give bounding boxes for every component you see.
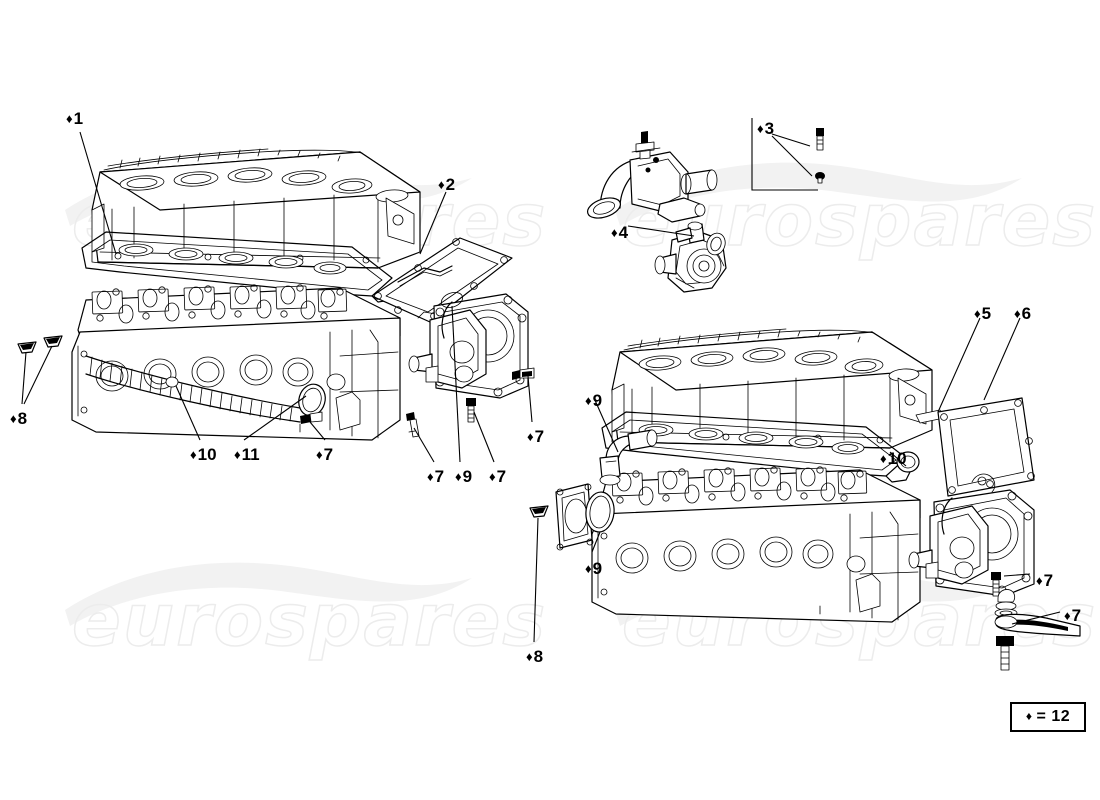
callout-7-e: ♦7 bbox=[1036, 572, 1053, 589]
leader-lines bbox=[21, 118, 1061, 643]
callout-5: ♦5 bbox=[974, 305, 991, 322]
diamond-icon: ♦ bbox=[1064, 608, 1071, 623]
callout-number: 10 bbox=[887, 449, 907, 468]
intake-flange-plate-right bbox=[555, 483, 594, 551]
callout-number: 9 bbox=[592, 391, 603, 410]
cylinder-head-right bbox=[591, 466, 921, 623]
callout-number: 1 bbox=[73, 109, 84, 128]
callout-6: ♦6 bbox=[1014, 305, 1031, 322]
diamond-icon: ♦ bbox=[585, 561, 592, 576]
diamond-icon: ♦ bbox=[190, 447, 197, 462]
bolts-3-group bbox=[815, 128, 825, 184]
cam-cover-gasket-strip-left bbox=[81, 231, 397, 303]
callout-number: 5 bbox=[981, 304, 992, 323]
cam-cover-gasket-frame-right bbox=[937, 397, 1035, 497]
thermostat-housing-left bbox=[408, 292, 529, 399]
water-pump-4 bbox=[654, 221, 727, 293]
diamond-icon: ♦ bbox=[234, 447, 241, 462]
callout-number: 7 bbox=[1043, 571, 1054, 590]
callout-number: 7 bbox=[323, 445, 334, 464]
callout-number: 3 bbox=[764, 119, 775, 138]
callout-number: 7 bbox=[534, 427, 545, 446]
cylinder-head-left bbox=[71, 284, 401, 441]
callout-7-c: ♦7 bbox=[489, 468, 506, 485]
legend-equals: = bbox=[1036, 708, 1047, 725]
legend-value: 12 bbox=[1051, 708, 1071, 725]
diamond-icon: ♦ bbox=[527, 429, 534, 444]
diamond-icon: ♦ bbox=[526, 649, 533, 664]
callout-number: 9 bbox=[462, 467, 473, 486]
callout-number: 7 bbox=[1071, 606, 1082, 625]
callout-number: 6 bbox=[1021, 304, 1032, 323]
callout-number: 7 bbox=[496, 467, 507, 486]
callout-8-a: ♦8 bbox=[10, 410, 27, 427]
callout-2: ♦2 bbox=[438, 176, 455, 193]
valve-seals-8-left bbox=[17, 335, 63, 354]
callout-number: 8 bbox=[17, 409, 28, 428]
cylinder-head-plug-10-left bbox=[165, 376, 179, 388]
bolt-7-centre bbox=[466, 398, 476, 423]
callout-4: ♦4 bbox=[611, 224, 628, 241]
callout-10-b: ♦10 bbox=[880, 450, 907, 467]
callout-number: 11 bbox=[241, 445, 260, 464]
callout-number: 7 bbox=[434, 467, 445, 486]
diamond-icon: ♦ bbox=[489, 469, 496, 484]
bolt-7-right bbox=[512, 367, 535, 380]
callout-11: ♦11 bbox=[234, 446, 260, 463]
callout-number: 10 bbox=[197, 445, 217, 464]
callout-number: 8 bbox=[533, 647, 544, 666]
diamond-icon: ♦ bbox=[1025, 709, 1033, 723]
bolt-7-bottom bbox=[996, 636, 1014, 671]
cam-cover-gasket-frame-left bbox=[371, 237, 513, 323]
callout-9-c: ♦9 bbox=[585, 560, 602, 577]
callout-1: ♦1 bbox=[66, 110, 83, 127]
diamond-icon: ♦ bbox=[427, 469, 434, 484]
diamond-icon: ♦ bbox=[455, 469, 462, 484]
callout-number: 4 bbox=[618, 223, 629, 242]
callout-9-b: ♦9 bbox=[585, 392, 602, 409]
callout-9-a: ♦9 bbox=[455, 468, 472, 485]
callout-number: 2 bbox=[445, 175, 456, 194]
callout-7-d: ♦7 bbox=[527, 428, 544, 445]
callout-7-f: ♦7 bbox=[1064, 607, 1081, 624]
cam-cover-right bbox=[611, 328, 933, 449]
callout-7-a: ♦7 bbox=[316, 446, 333, 463]
diamond-icon: ♦ bbox=[611, 225, 618, 240]
bolt-7-on-head bbox=[300, 411, 323, 424]
bolt-3-lower bbox=[815, 172, 825, 184]
callout-8-b: ♦8 bbox=[526, 648, 543, 665]
diamond-icon: ♦ bbox=[10, 411, 17, 426]
diamond-icon: ♦ bbox=[585, 393, 592, 408]
callout-3: ♦3 bbox=[757, 120, 774, 137]
diamond-icon: ♦ bbox=[757, 121, 764, 136]
diamond-icon: ♦ bbox=[438, 177, 445, 192]
callout-10-a: ♦10 bbox=[190, 446, 217, 463]
diamond-icon: ♦ bbox=[66, 111, 73, 126]
cam-cover-left bbox=[91, 148, 421, 269]
diamond-icon: ♦ bbox=[1014, 306, 1021, 321]
cylinder-head-plug-10-right bbox=[896, 451, 920, 473]
diamond-icon: ♦ bbox=[880, 451, 887, 466]
bolt-7-upper-right bbox=[991, 572, 1001, 597]
bolt-3-upper bbox=[816, 128, 824, 151]
callout-number: 9 bbox=[592, 559, 603, 578]
o-ring-9-right bbox=[585, 491, 615, 533]
diamond-icon: ♦ bbox=[316, 447, 323, 462]
valve-seal-8-lower bbox=[529, 505, 549, 518]
thermostat-outlet-housing bbox=[586, 131, 718, 223]
diamond-icon: ♦ bbox=[974, 306, 981, 321]
head-spring-rail bbox=[85, 355, 301, 423]
callout-7-b: ♦7 bbox=[427, 468, 444, 485]
legend-box: ♦= 12 bbox=[1010, 702, 1086, 732]
diamond-icon: ♦ bbox=[1036, 573, 1043, 588]
thermostat-housing-right bbox=[908, 489, 1035, 597]
